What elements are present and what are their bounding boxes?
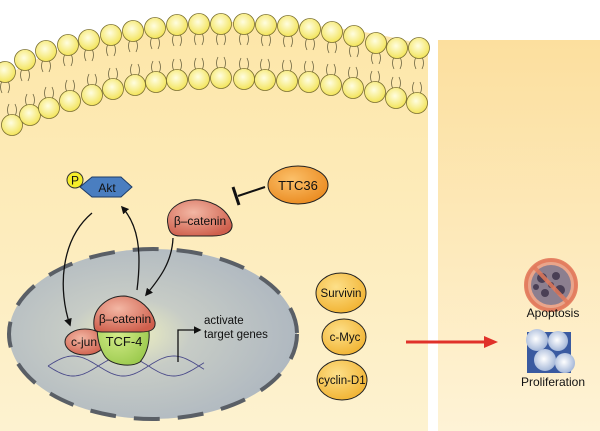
survivin-ellipse xyxy=(315,272,367,314)
lipid-head xyxy=(386,37,408,59)
beta-catenin-label: β–catenin xyxy=(174,214,226,228)
lipid-head xyxy=(100,24,122,46)
lipid-head xyxy=(166,14,188,36)
lipid-head xyxy=(385,87,407,109)
lipid-head xyxy=(102,78,124,100)
beta-catenin-cytoplasm[interactable]: β–catenin xyxy=(167,199,233,237)
beta-catenin-nucleus[interactable]: β–catenin xyxy=(93,295,156,333)
akt-to-cjun-arrow xyxy=(62,212,93,327)
lipid-head xyxy=(298,71,320,93)
tcf4-label: TCF-4 xyxy=(106,334,143,349)
lipid-head xyxy=(320,74,342,96)
lipid-head xyxy=(343,25,365,47)
lipid-head xyxy=(321,21,343,43)
akt-node[interactable]: Akt xyxy=(79,176,133,198)
lipid-head xyxy=(57,34,79,56)
cjun-node[interactable]: c-jun xyxy=(64,328,106,356)
cjun-label: c-jun xyxy=(71,335,97,349)
lipid-head xyxy=(0,61,16,83)
phospho-circle xyxy=(66,171,84,189)
lipid-head xyxy=(276,70,298,92)
lipid-head xyxy=(210,13,232,35)
lipid-head xyxy=(38,97,60,119)
survivin-label: Survivin xyxy=(321,288,362,300)
lipid-head xyxy=(188,68,210,90)
apoptosis-blocked-icon xyxy=(524,258,578,312)
lipid-bilayer-membrane xyxy=(0,13,430,136)
inhibition-arrow xyxy=(231,186,266,206)
lipid-head xyxy=(122,20,144,42)
ttc36-label: TTC36 xyxy=(278,178,318,193)
lipid-head xyxy=(144,17,166,39)
outcome-panel xyxy=(438,40,600,431)
lipid-head xyxy=(408,37,430,59)
lipid-head xyxy=(277,15,299,37)
cyclind1-node[interactable]: cyclin-D1 xyxy=(316,359,368,401)
lipid-head xyxy=(254,69,276,91)
lipid-head xyxy=(233,68,255,90)
transcription-arrow xyxy=(177,326,202,362)
proliferation-label: Proliferation xyxy=(521,375,585,389)
nucleus xyxy=(7,247,299,421)
beta-catenin-shape xyxy=(167,199,233,237)
lipid-head xyxy=(406,92,428,114)
apoptosis-label: Apoptosis xyxy=(527,306,580,320)
proliferation-icon xyxy=(526,329,575,373)
cmyc-node[interactable]: c-Myc xyxy=(321,318,367,356)
lipid-head xyxy=(299,18,321,40)
beta-catenin-to-nucleus-arrow xyxy=(145,237,174,297)
lipid-head xyxy=(124,74,146,96)
lipid-head xyxy=(364,81,386,103)
activate-label-line2: target genes xyxy=(204,329,268,341)
lipid-head xyxy=(1,114,23,136)
lipid-head xyxy=(233,13,255,35)
phospho-label: P xyxy=(71,174,79,188)
lipid-head xyxy=(188,13,210,35)
cmyc-ellipse xyxy=(321,318,367,356)
cyclind1-ellipse xyxy=(316,359,368,401)
complex-to-akt-arrow xyxy=(120,205,140,291)
lipid-head xyxy=(210,67,232,89)
lipid-head xyxy=(78,29,100,51)
beta-catenin-nuclear-label: β–catenin xyxy=(99,312,151,326)
activate-label-line1: activate xyxy=(204,315,244,327)
ttc36-node[interactable]: TTC36 xyxy=(267,165,329,205)
phospho-node[interactable]: P xyxy=(66,171,84,189)
beta-catenin-nuclear-shape xyxy=(93,295,156,333)
lipid-head xyxy=(145,71,167,93)
lipid-head xyxy=(166,69,188,91)
lipid-head xyxy=(35,40,57,62)
lipid-head xyxy=(19,104,41,126)
lipid-head xyxy=(59,90,81,112)
lipid-head xyxy=(342,77,364,99)
divider xyxy=(428,40,438,431)
survivin-node[interactable]: Survivin xyxy=(315,272,367,314)
lipid-head xyxy=(81,84,103,106)
ttc36-ellipse xyxy=(267,165,329,205)
outcome-arrow xyxy=(406,336,498,348)
cyclind1-label: cyclin-D1 xyxy=(318,375,365,387)
lipid-head xyxy=(255,14,277,36)
lipid-head xyxy=(14,49,36,71)
akt-hexagon xyxy=(79,176,133,198)
akt-label: Akt xyxy=(98,181,116,195)
cmyc-label: c-Myc xyxy=(330,332,361,344)
lipid-head xyxy=(365,32,387,54)
